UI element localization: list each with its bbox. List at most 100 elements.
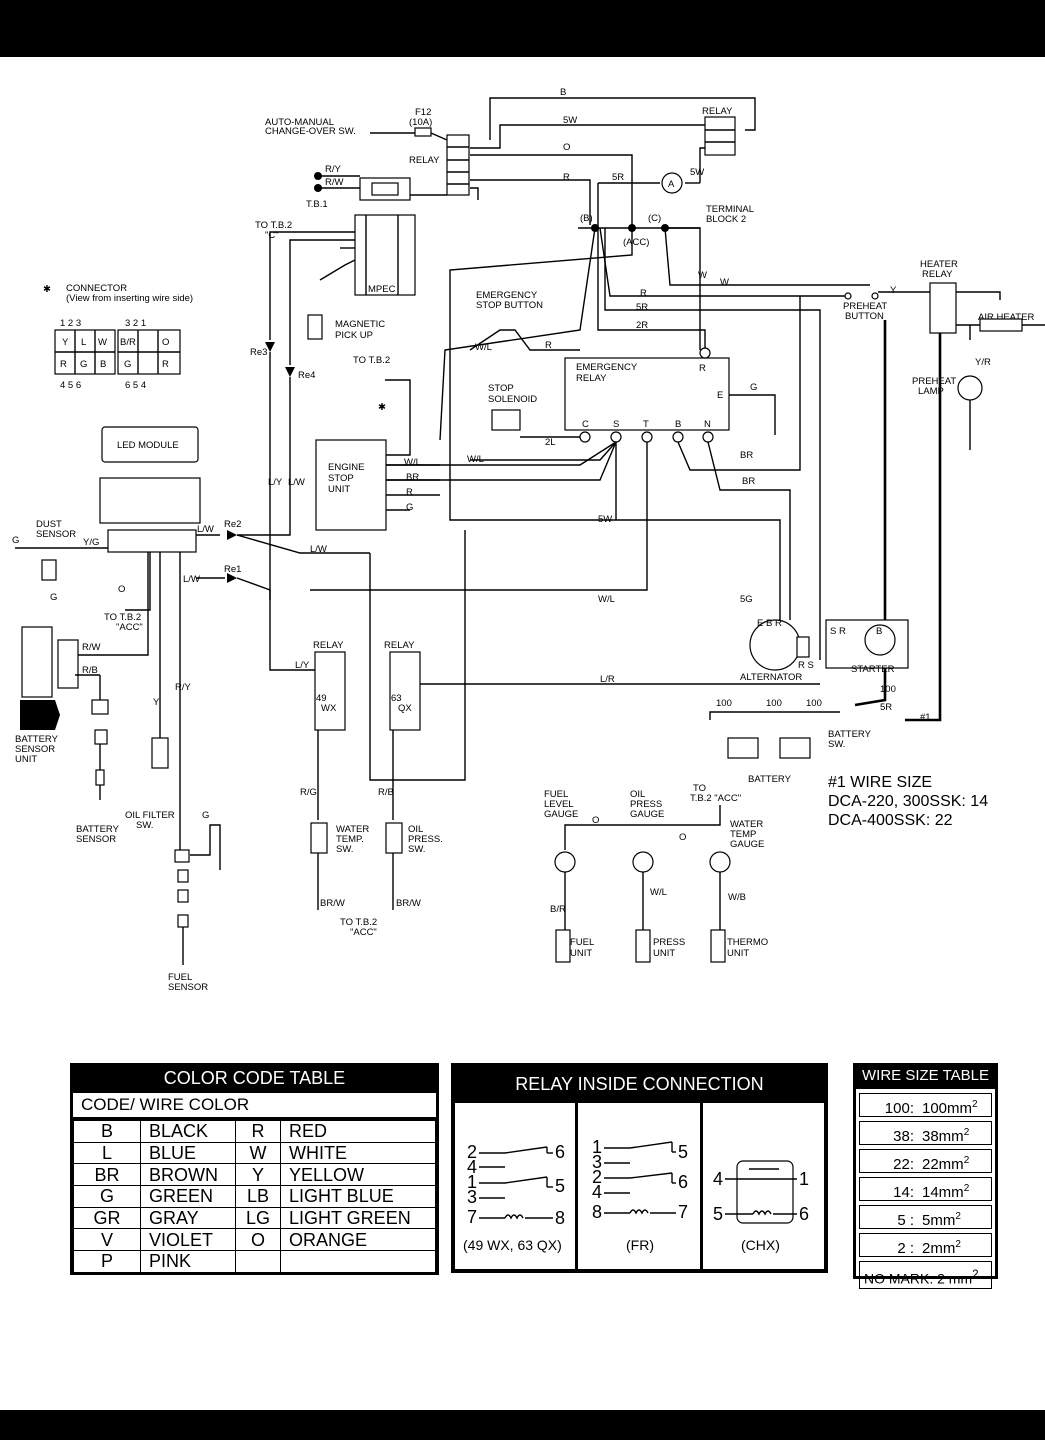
svg-text:TEMP: TEMP <box>730 829 756 840</box>
svg-text:G: G <box>124 359 131 370</box>
svg-text:SENSOR: SENSOR <box>168 982 208 993</box>
color-code-subheader: CODE/ WIRE COLOR <box>73 1093 436 1120</box>
svg-text:UNIT: UNIT <box>653 948 675 959</box>
svg-text:100: 100 <box>806 698 822 709</box>
svg-text:R: R <box>563 172 570 183</box>
svg-text:SENSOR: SENSOR <box>36 529 76 540</box>
svg-text:O: O <box>679 832 686 843</box>
svg-text:BATTERY: BATTERY <box>15 734 59 745</box>
svg-text:#1: #1 <box>920 712 931 723</box>
svg-text:Y: Y <box>153 697 160 708</box>
svg-text:49: 49 <box>316 693 327 704</box>
svg-text:Y: Y <box>890 285 897 296</box>
svg-text:MAGNETIC: MAGNETIC <box>335 319 385 330</box>
color-code-cell: LIGHT BLUE <box>280 1185 436 1208</box>
color-code-cell: VIOLET <box>140 1228 236 1252</box>
relay-fr: RELAY F12 (10A) <box>370 107 470 196</box>
wire-size-row: 14:14mm2 <box>859 1177 992 1201</box>
svg-text:TO T.B.2: TO T.B.2 <box>255 220 292 231</box>
svg-text:TEMP.: TEMP. <box>336 834 364 845</box>
svg-text:SW.: SW. <box>828 739 845 750</box>
relays-49wx-63qx: RELAY RELAY 49 WX 63 QX L/Y R/G R/B WATE… <box>295 530 820 938</box>
color-code-cell: Y <box>235 1163 281 1187</box>
wire-size-value: 22mm <box>922 1156 964 1173</box>
color-code-cell: BLUE <box>140 1141 236 1165</box>
svg-text:(C): (C) <box>648 213 661 224</box>
svg-text:4: 4 <box>592 1182 602 1202</box>
mpec: MPEC TO T.B.2 "C" MAGNETIC PICK UP <box>255 214 416 365</box>
color-code-cell: LIGHT GREEN <box>280 1206 436 1230</box>
svg-text:PREHEAT: PREHEAT <box>843 301 887 312</box>
svg-text:5: 5 <box>713 1204 723 1224</box>
svg-text:BR: BR <box>742 476 755 487</box>
svg-text:S: S <box>613 419 619 430</box>
wire-size-row: 5 :5mm2 <box>859 1205 992 1229</box>
terminal-block-2: TERMINAL BLOCK 2 (B) (C) (ACC) A B 5W O … <box>560 87 754 331</box>
svg-text:(ACC): (ACC) <box>623 237 649 248</box>
svg-text:6: 6 <box>799 1204 809 1224</box>
svg-text:L/W: L/W <box>197 524 214 535</box>
color-code-cell: BR <box>73 1163 141 1187</box>
svg-text:W/B: W/B <box>728 892 746 903</box>
svg-text:O: O <box>162 337 169 348</box>
svg-text:R: R <box>406 487 413 498</box>
squared-superscript: 2 <box>963 1183 970 1194</box>
svg-text:SENSOR: SENSOR <box>15 744 55 755</box>
led-module: LED MODULE L/W L/W Re2 Re1 DUST SENSOR G… <box>12 426 370 671</box>
svg-text:(10A): (10A) <box>409 117 432 128</box>
svg-text:4: 4 <box>713 1169 723 1189</box>
top-wiring <box>439 97 1045 722</box>
svg-text:WX: WX <box>321 703 337 714</box>
svg-text:T.B.2 "ACC": T.B.2 "ACC" <box>690 793 741 804</box>
color-code-cell: L <box>73 1141 141 1165</box>
wire-size-value: 100mm <box>922 1100 973 1117</box>
svg-text:STARTER: STARTER <box>851 664 895 675</box>
svg-text:5: 5 <box>678 1142 688 1162</box>
svg-text:R: R <box>699 363 706 374</box>
svg-text:SW.: SW. <box>336 844 353 855</box>
svg-text:UNIT: UNIT <box>570 948 592 959</box>
svg-text:EMERGENCY: EMERGENCY <box>476 290 538 301</box>
svg-text:UNIT: UNIT <box>328 484 350 495</box>
svg-text:W: W <box>698 270 707 281</box>
svg-text:T.B.1: T.B.1 <box>306 199 328 210</box>
svg-text:B: B <box>560 87 566 98</box>
svg-text:UNIT: UNIT <box>727 948 749 959</box>
svg-text:R/G: R/G <box>300 787 317 798</box>
svg-text:5R: 5R <box>636 302 648 313</box>
svg-text:TO T.B.2: TO T.B.2 <box>104 612 141 623</box>
color-code-cell: G <box>73 1185 141 1208</box>
svg-text:SW.: SW. <box>408 844 425 855</box>
svg-text:L/R: L/R <box>600 674 615 685</box>
svg-text:L/Y: L/Y <box>268 477 283 488</box>
svg-text:G: G <box>202 810 209 821</box>
svg-text:TO T.B.2: TO T.B.2 <box>353 355 390 366</box>
svg-text:Re3: Re3 <box>250 347 267 358</box>
relay-table-title: RELAY INSIDE CONNECTION <box>515 1074 764 1094</box>
svg-text:STOP: STOP <box>488 383 514 394</box>
squared-superscript: 2 <box>955 1239 961 1250</box>
svg-text:W/L: W/L <box>598 594 615 605</box>
color-code-cell: P <box>73 1250 141 1273</box>
svg-text:RELAY: RELAY <box>702 106 733 117</box>
svg-text:(CHX): (CHX) <box>741 1237 780 1253</box>
svg-text:(View from inserting wire side: (View from inserting wire side) <box>66 293 193 304</box>
alternator-starter: ALTERNATOR 5G E B R R S STARTER S R B 10… <box>709 594 988 829</box>
color-code-cell: WHITE <box>280 1141 436 1165</box>
svg-text:R S: R S <box>798 660 814 671</box>
svg-text:1 2 3: 1 2 3 <box>60 318 81 329</box>
color-code-cell: W <box>235 1141 281 1165</box>
svg-text:L/Y: L/Y <box>295 660 310 671</box>
svg-text:W/L: W/L <box>467 454 484 465</box>
svg-text:PRESS.: PRESS. <box>408 834 443 845</box>
svg-text:LAMP: LAMP <box>918 386 944 397</box>
svg-text:RELAY: RELAY <box>922 269 953 280</box>
emergency-section: EMERGENCY STOP BUTTON W/L R STOP SOLENOI… <box>310 290 801 685</box>
svg-text:ALTERNATOR: ALTERNATOR <box>740 672 802 683</box>
svg-text:WATER: WATER <box>336 824 369 835</box>
svg-text:HEATER: HEATER <box>920 259 958 270</box>
